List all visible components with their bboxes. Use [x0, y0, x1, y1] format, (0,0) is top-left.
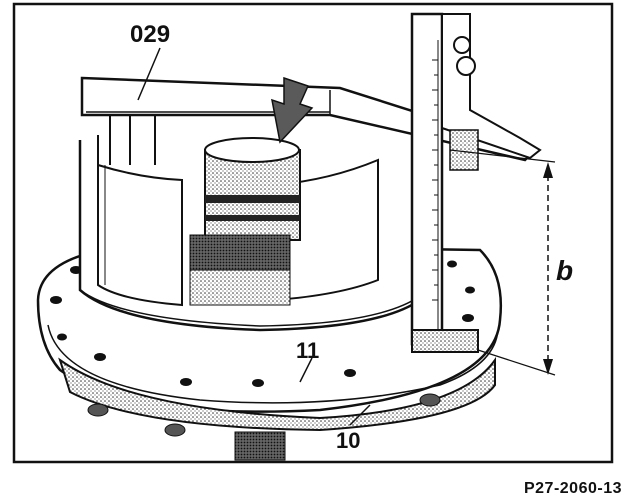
drum-housing [78, 135, 422, 332]
tool-029 [80, 76, 538, 165]
callout-11: 11 [296, 338, 319, 363]
leader-lines [137, 47, 371, 426]
figure-reference: P27-2060-13 [523, 480, 622, 497]
height-gauge [410, 12, 542, 353]
callout-029: 029 [130, 21, 170, 48]
callout-10: 10 [336, 428, 360, 453]
dimension-b [449, 149, 556, 376]
callout-b: b [556, 255, 573, 286]
